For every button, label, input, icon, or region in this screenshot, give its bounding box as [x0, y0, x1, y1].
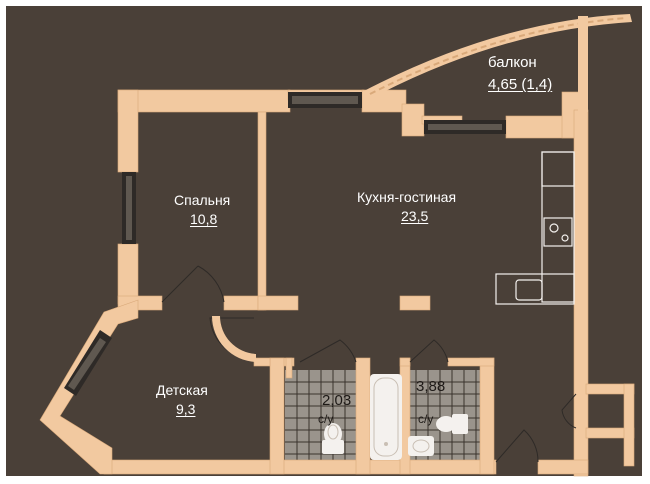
kitchen-counter — [495, 151, 575, 305]
balcony-area: 4,65 (1,4) — [488, 76, 553, 93]
bedroom-label: Спальня — [174, 192, 231, 208]
balcony-rail — [362, 14, 632, 112]
kitchen-living-label: Кухня-гостиная — [357, 189, 457, 205]
bathroom-2-type: с/у — [418, 412, 434, 426]
kitchen-living-area: 23,5 — [401, 208, 429, 224]
balcony-label: балкон — [488, 54, 537, 71]
bedroom-area: 10,8 — [190, 211, 218, 227]
kids-room-area: 9,3 — [176, 401, 196, 417]
kids-room-label: Детская — [156, 382, 208, 398]
kids-door-leaf — [211, 316, 256, 362]
bathroom-2-area: 3,88 — [416, 378, 446, 395]
door-swings — [161, 265, 577, 463]
bathroom-1-type: с/у — [318, 412, 334, 426]
bathroom-1-tiles — [285, 370, 357, 462]
toilet-2 — [436, 414, 468, 434]
bathroom-1-area: 2,03 — [322, 392, 352, 409]
windows — [64, 92, 506, 396]
bathtub — [370, 374, 402, 460]
washbasin — [408, 436, 434, 456]
toilet-1 — [322, 423, 344, 454]
